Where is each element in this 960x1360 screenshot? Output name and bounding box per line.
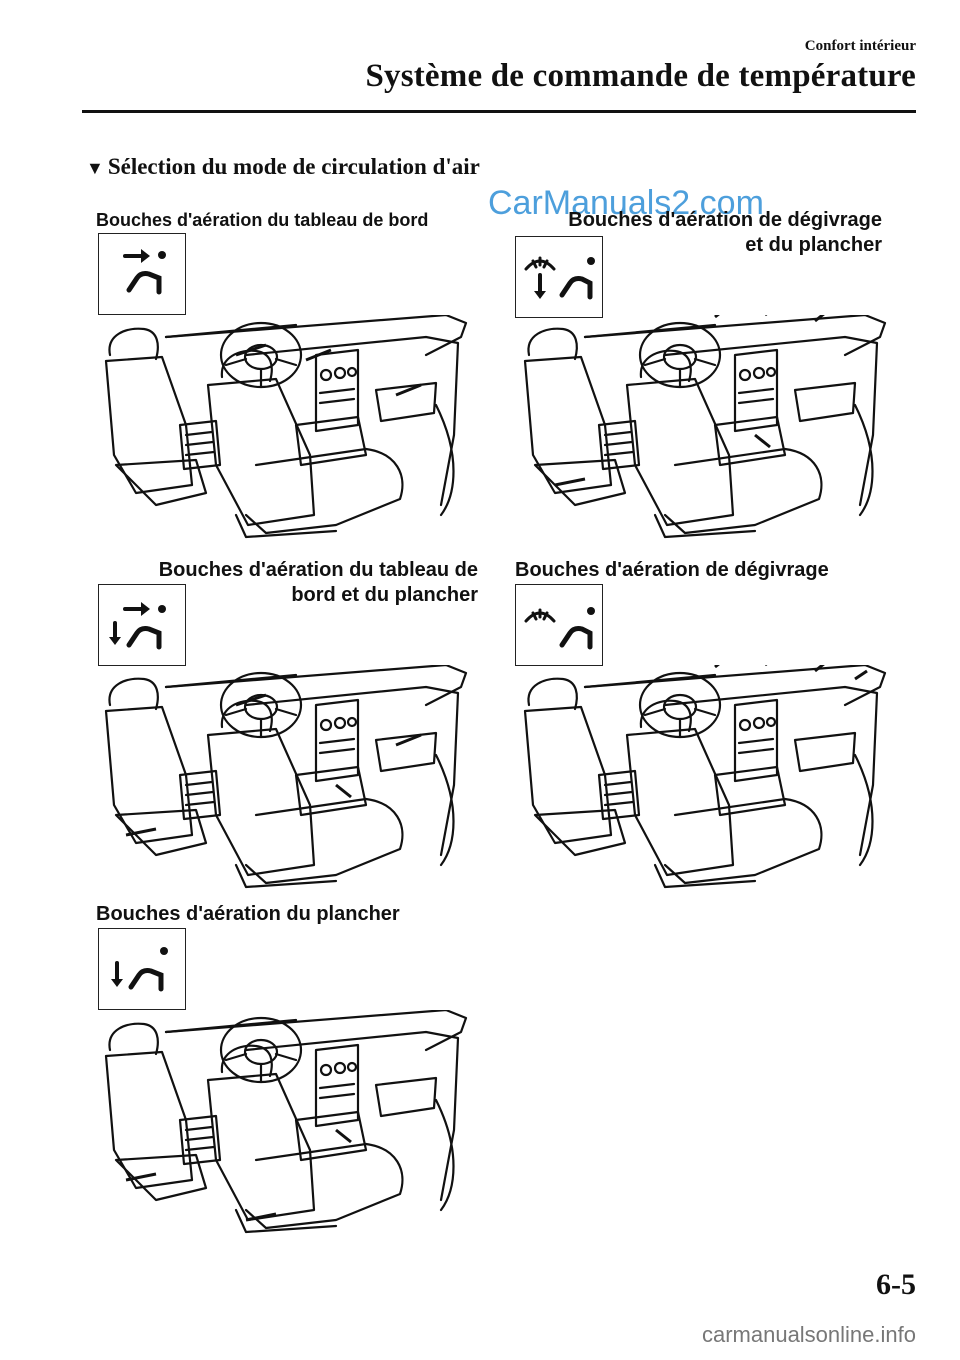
mode-label-line: Bouches d'aération de dégivrage	[568, 209, 882, 231]
face-floor-icon	[98, 584, 186, 666]
defrost-icon	[515, 584, 603, 666]
mode-label-line: Bouches d'aération du tableau de bord	[96, 210, 429, 230]
page-title: Système de commande de température	[365, 58, 916, 94]
cabin-illustration-floor	[104, 1010, 468, 1234]
mode-label-line: Bouches d'aération du tableau de	[158, 559, 478, 581]
cabin-illustration-defrost-floor	[523, 315, 887, 539]
mode-label-line: Bouches d'aération de dégivrage	[515, 559, 829, 581]
mode-label-line: et du plancher	[745, 234, 882, 256]
mode-label-face-floor: Bouches d'aération du tableau de bord et…	[96, 558, 478, 608]
vent-face-icon	[98, 233, 186, 315]
floor-icon	[98, 928, 186, 1010]
section-heading: ▼Sélection du mode de circulation d'air	[86, 154, 480, 180]
page-number: 6-5	[876, 1268, 916, 1301]
mode-label-line: Bouches d'aération du plancher	[96, 903, 400, 925]
watermark: CarManuals2.com	[488, 184, 764, 222]
mode-label-defrost: Bouches d'aération de dégivrage	[515, 558, 829, 583]
mode-label-face: Bouches d'aération du tableau de bord	[96, 208, 428, 233]
mode-label-floor: Bouches d'aération du plancher	[96, 902, 400, 927]
mode-label-defrost-floor: Bouches d'aération de dégivrage et du pl…	[500, 208, 882, 258]
heading-marker: ▼	[86, 158, 104, 178]
cabin-illustration-face	[104, 315, 468, 539]
defrost-floor-icon	[515, 236, 603, 318]
footer-site: carmanualsonline.info	[701, 1322, 916, 1347]
header-divider	[82, 110, 916, 113]
heading-text: Sélection du mode de circulation d'air	[107, 154, 480, 179]
cabin-illustration-face-floor	[104, 665, 468, 889]
chapter-label: Confort intérieur	[804, 38, 916, 54]
cabin-illustration-defrost	[523, 665, 887, 889]
mode-label-line: bord et du plancher	[291, 584, 478, 606]
